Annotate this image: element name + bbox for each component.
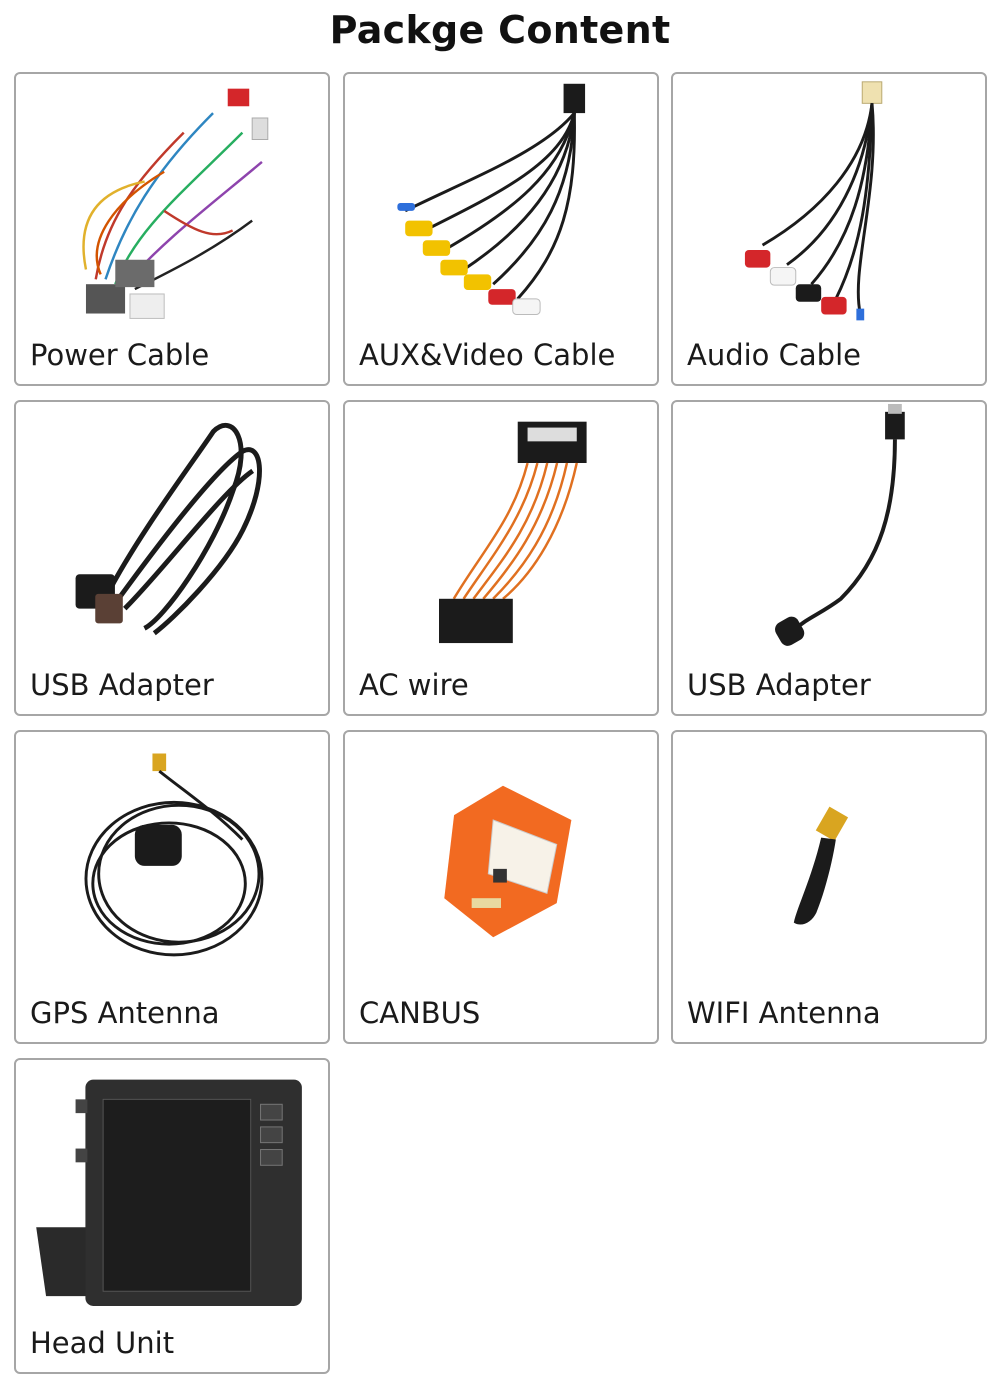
item-card-gps-antenna: GPS Antenna — [14, 730, 330, 1044]
item-label: Head Unit — [30, 1326, 175, 1360]
ac-wire-icon — [439, 421, 587, 644]
canbus-decoder-icon — [444, 785, 572, 938]
power-cable-icon — [82, 88, 269, 319]
item-label: Power Cable — [30, 338, 210, 372]
gps-antenna-icon — [84, 753, 264, 957]
item-label: WIFI Antenna — [687, 996, 881, 1030]
item-label: USB Adapter — [687, 668, 871, 702]
item-card-head-unit: Head Unit — [14, 1058, 330, 1374]
item-card-canbus: CANBUS — [343, 730, 659, 1044]
item-card-usb-adapter-1: USB Adapter — [14, 400, 330, 716]
item-label: CANBUS — [359, 996, 481, 1030]
item-label: AC wire — [359, 668, 469, 702]
audio-cable-icon — [744, 81, 883, 321]
aux-video-cable-icon — [397, 83, 586, 315]
item-card-aux-video-cable: AUX&Video Cable — [343, 72, 659, 386]
item-card-ac-wire: AC wire — [343, 400, 659, 716]
page-title: Packge Content — [329, 8, 671, 52]
item-card-usb-adapter-2: USB Adapter — [671, 400, 987, 716]
item-label: GPS Antenna — [30, 996, 220, 1030]
wifi-antenna-icon — [793, 806, 849, 925]
head-unit-icon — [36, 1079, 302, 1306]
item-card-power-cable: Power Cable — [14, 72, 330, 386]
item-label: Audio Cable — [687, 338, 861, 372]
item-label: AUX&Video Cable — [359, 338, 616, 372]
item-label: USB Adapter — [30, 668, 214, 702]
item-card-audio-cable: Audio Cable — [671, 72, 987, 386]
usb-adapter-cable-icon — [75, 423, 262, 636]
item-card-wifi-antenna: WIFI Antenna — [671, 730, 987, 1044]
usb-extension-cable-icon — [775, 403, 905, 646]
